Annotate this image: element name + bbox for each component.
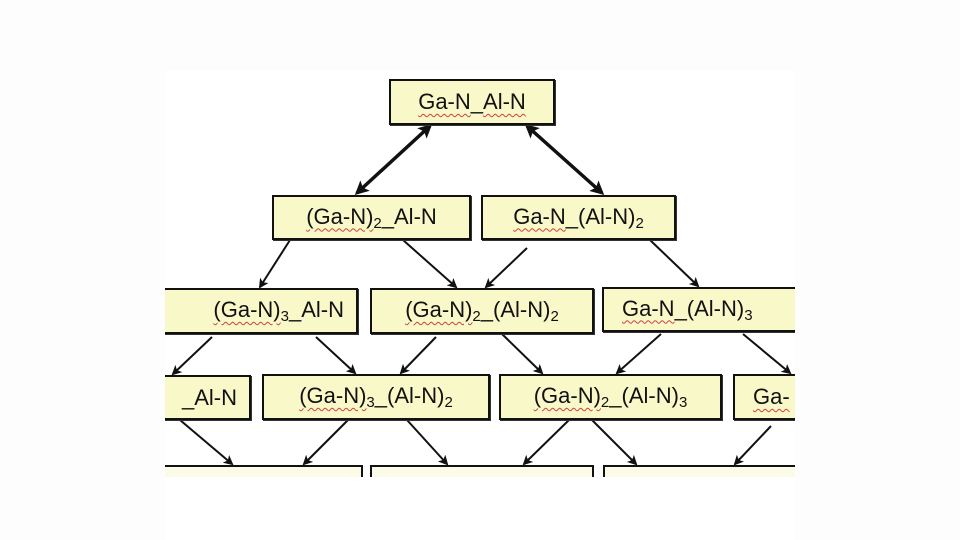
node-label: (Ga-N)2_(Al-N)3 — [534, 383, 688, 411]
subscript: 2 — [472, 308, 481, 325]
node-label: (Ga-N)3_Al-N — [213, 297, 344, 325]
subscript: 3 — [280, 308, 289, 325]
label-text: (Ga-N) — [405, 297, 473, 322]
node-ga2-al2[interactable]: (Ga-N)2_(Al-N)2 — [370, 288, 594, 334]
node-ga2-al1[interactable]: (Ga-N)2_Al-N — [272, 195, 471, 240]
subscript: 3 — [366, 394, 375, 411]
label-text: Ga-N — [513, 203, 566, 229]
label-text: Ga- — [753, 384, 790, 409]
label-text: _(Al-N) — [480, 297, 551, 322]
diagram-canvas: Ga-N_Al-N (Ga-N)2_Al-N Ga-N_(Al-N)2 (Ga-… — [165, 0, 795, 540]
subscript: 2 — [444, 394, 453, 411]
subscript: 3 — [744, 306, 753, 324]
label-text: _Al-N — [288, 297, 344, 322]
label-text: (Ga-N) — [533, 383, 601, 408]
label-text: _(Al-N) — [565, 203, 636, 229]
subscript: 3 — [678, 394, 688, 411]
node-root[interactable]: Ga-N_Al-N — [389, 79, 555, 125]
node-ga1-al2[interactable]: Ga-N_(Al-N)2 — [481, 195, 676, 240]
node-ga2-al3[interactable]: (Ga-N)2_(Al-N)3 — [499, 374, 722, 420]
label-text: _(Al-N) — [609, 383, 679, 408]
label-text: Ga-N — [622, 295, 675, 321]
subscript: 2 — [635, 214, 644, 232]
label-text: _Al-N — [181, 384, 237, 410]
label-text: (Ga-N) — [213, 297, 281, 322]
label-text: Al-N — [483, 89, 526, 114]
label-text: (Ga-N) — [299, 383, 367, 408]
subscript: 2 — [600, 394, 610, 411]
node-ga1-al3[interactable]: Ga-N_(Al-N)3 — [602, 287, 795, 332]
node-ga1-al4[interactable]: Ga- — [733, 374, 795, 420]
node-label: (Ga-N)3_(Al-N)2 — [299, 383, 453, 411]
node-row4-c[interactable] — [603, 465, 795, 477]
node-label: Ga- — [753, 384, 790, 410]
node-row4-a[interactable] — [165, 465, 363, 477]
node-label: (Ga-N)2_(Al-N)2 — [405, 297, 559, 325]
node-label: Ga-N_(Al-N)3 — [622, 296, 753, 324]
label-text: _(Al-N) — [374, 383, 445, 408]
node-label: (Ga-N)2_Al-N — [306, 204, 437, 232]
label-text: _(Al-N) — [674, 295, 745, 321]
node-ga4-al1[interactable]: _Al-N — [165, 375, 251, 420]
label-text: _ — [470, 89, 484, 114]
node-label: Ga-N_Al-N — [418, 89, 526, 115]
node-label: _Al-N — [182, 385, 237, 411]
label-text: _Al-N — [381, 203, 437, 229]
node-ga3-al1[interactable]: (Ga-N)3_Al-N — [165, 288, 358, 334]
node-row4-b[interactable] — [370, 465, 594, 477]
subscript: 2 — [550, 308, 559, 325]
label-text: Ga-N — [418, 89, 471, 114]
node-ga3-al2[interactable]: (Ga-N)3_(Al-N)2 — [262, 374, 490, 420]
node-label: Ga-N_(Al-N)2 — [513, 204, 644, 232]
subscript: 2 — [373, 214, 382, 232]
label-text: (Ga-N) — [306, 203, 374, 229]
